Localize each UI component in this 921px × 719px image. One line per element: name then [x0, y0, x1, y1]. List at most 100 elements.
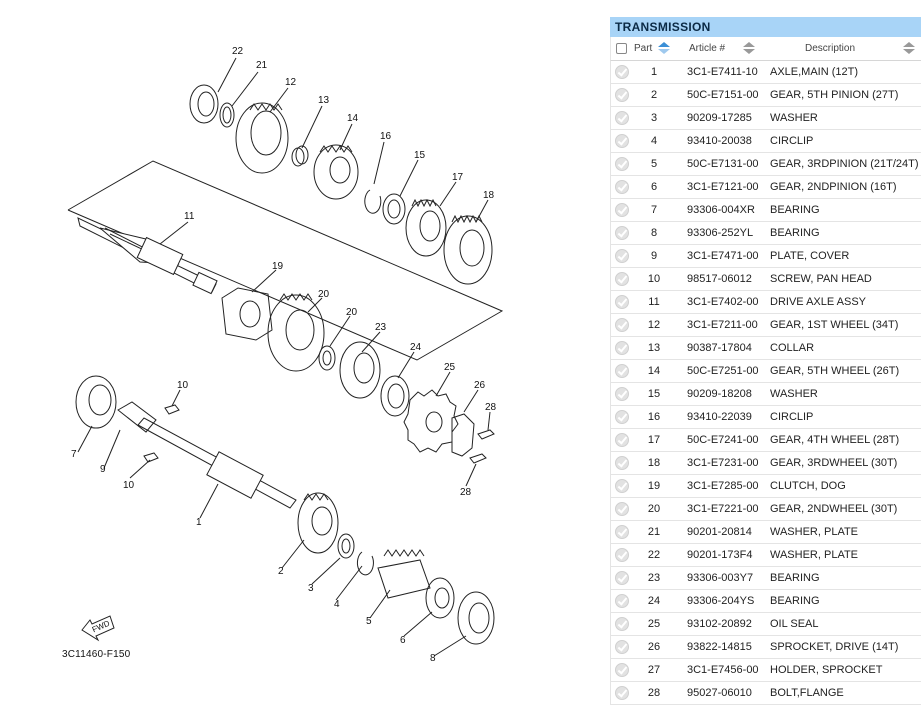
check-icon[interactable]: [615, 318, 629, 332]
article-number: 3C1-E7471-00: [687, 250, 759, 262]
part-number: 12: [647, 319, 661, 331]
article-number: 93410-20038: [687, 135, 752, 147]
diagram-code: 3C11460-F150: [62, 649, 131, 660]
check-icon[interactable]: [615, 134, 629, 148]
check-icon[interactable]: [615, 502, 629, 516]
sort-ascending-icon[interactable]: [657, 41, 671, 58]
check-icon[interactable]: [615, 272, 629, 286]
part-description: BEARING: [770, 204, 820, 216]
sort-icon[interactable]: [742, 41, 756, 58]
article-number: 3C1-E7402-00: [687, 296, 759, 308]
table-row[interactable]: 7 93306-004XR BEARING: [610, 199, 921, 222]
article-number: 95027-06010: [687, 687, 752, 699]
part-number: 27: [647, 664, 661, 676]
callout-24: 23: [375, 322, 387, 333]
check-icon[interactable]: [615, 548, 629, 562]
part-number: 5: [650, 158, 658, 170]
part-description: OIL SEAL: [770, 618, 819, 630]
article-number: 93306-252YL: [687, 227, 754, 239]
check-icon[interactable]: [615, 157, 629, 171]
callout-10-upper: 10: [177, 380, 189, 391]
check-icon[interactable]: [615, 479, 629, 493]
check-icon[interactable]: [615, 111, 629, 125]
callout-17: 17: [452, 172, 464, 183]
check-icon[interactable]: [615, 203, 629, 217]
callout-16: 16: [380, 131, 392, 142]
check-icon[interactable]: [615, 571, 629, 585]
article-number: 93306-004XR: [687, 204, 755, 216]
part-description: CIRCLIP: [770, 411, 814, 423]
check-icon[interactable]: [615, 180, 629, 194]
part-description: AXLE,MAIN (12T): [770, 66, 859, 78]
check-icon[interactable]: [615, 433, 629, 447]
exploded-diagram: 22 21 12 13 14 16 15 17 18 11 19 20 20 2…: [62, 47, 504, 664]
select-all-checkbox[interactable]: [616, 43, 627, 54]
part-number: 26: [647, 641, 661, 653]
article-number: 90201-173F4: [687, 549, 753, 561]
part-description: WASHER, PLATE: [770, 549, 859, 561]
header-description[interactable]: Description: [805, 43, 856, 54]
check-icon[interactable]: [615, 88, 629, 102]
part-number: 7: [650, 204, 658, 216]
check-icon[interactable]: [615, 663, 629, 677]
part-description: GEAR, 3RDPINION (21T/24T): [770, 158, 919, 170]
part-description: GEAR, 2NDWHEEL (30T): [770, 503, 898, 515]
check-icon[interactable]: [615, 594, 629, 608]
article-number: 90209-17285: [687, 112, 752, 124]
part-description: CLUTCH, DOG: [770, 480, 846, 492]
check-icon[interactable]: [615, 686, 629, 700]
check-icon[interactable]: [615, 525, 629, 539]
check-icon[interactable]: [615, 640, 629, 654]
check-icon[interactable]: [615, 65, 629, 79]
callout-11: 11: [184, 211, 195, 222]
check-icon[interactable]: [615, 364, 629, 378]
check-icon[interactable]: [615, 295, 629, 309]
check-icon[interactable]: [615, 456, 629, 470]
article-number: 93822-14815: [687, 641, 752, 653]
header-article[interactable]: Article #: [689, 43, 726, 54]
part-description: BOLT,FLANGE: [770, 687, 844, 699]
callout-14: 14: [347, 113, 359, 124]
check-icon[interactable]: [615, 387, 629, 401]
article-number: 93410-22039: [687, 411, 752, 423]
callout-2: 2: [278, 566, 284, 577]
part-description: GEAR, 4TH WHEEL (28T): [770, 434, 900, 446]
check-icon[interactable]: [615, 341, 629, 355]
check-icon[interactable]: [615, 617, 629, 631]
check-icon[interactable]: [615, 226, 629, 240]
header-part[interactable]: Part: [634, 43, 653, 54]
article-number: 93102-20892: [687, 618, 752, 630]
check-icon[interactable]: [615, 249, 629, 263]
sort-icon[interactable]: [902, 41, 916, 58]
article-number: 3C1-E7221-00: [687, 503, 759, 515]
check-icon[interactable]: [615, 410, 629, 424]
